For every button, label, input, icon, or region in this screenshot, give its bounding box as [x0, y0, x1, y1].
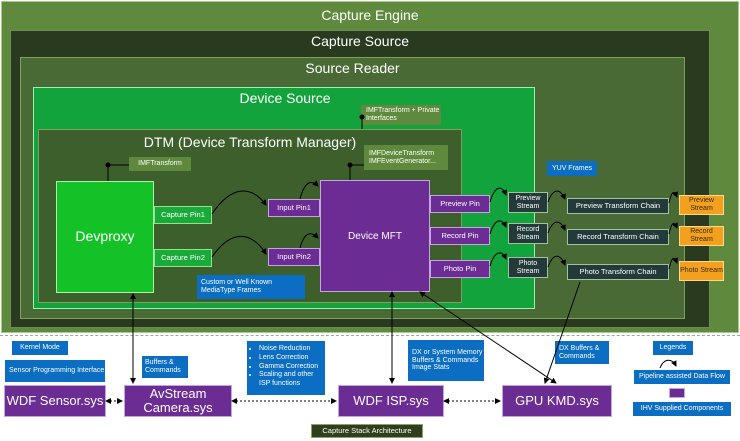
arrow-input2-mft: [299, 232, 319, 249]
legend-pipeline-data-flow: Pipeline assisted Data Flow: [634, 370, 730, 384]
preview-pin[interactable]: Preview Pin: [430, 195, 490, 213]
device-mft-box[interactable]: Device MFT: [320, 180, 430, 292]
lollipop-dot: [105, 162, 111, 168]
note-buffers-commands: Buffers & Commands: [142, 356, 188, 378]
note-imfdevicetransform: IMFDeviceTransform IMFEventGenerator...: [364, 145, 448, 170]
footer-caption: Capture Stack Architecture: [311, 424, 423, 438]
note-isp-functions: Noise Reduction Lens Correction Gamma Co…: [247, 341, 325, 395]
source-reader-title: Source Reader: [305, 60, 400, 77]
devproxy-box[interactable]: Devproxy: [56, 181, 154, 293]
note-yuv-frames: YUV Frames: [547, 161, 597, 176]
record-pin[interactable]: Record Pin: [430, 227, 490, 245]
isp-item: Gamma Correction: [259, 363, 323, 372]
wdf-isp-sys[interactable]: WDF ISP.sys: [338, 385, 444, 417]
isp-item: Lens Correction: [259, 354, 323, 363]
link-mft-gpu: [419, 291, 557, 384]
input-pin-1[interactable]: Input Pin1: [268, 199, 320, 217]
wdf-sensor-sys[interactable]: WDF Sensor.sys: [4, 385, 106, 417]
arrow-photo-pin-stream: [489, 252, 507, 267]
arrow-record-stream-chain: [547, 221, 566, 234]
dtm-title: DTM (Device Transform Manager): [143, 134, 357, 151]
device-source-title: Device Source: [239, 90, 331, 107]
note-dx-buffers: DX Buffers & Commands: [555, 341, 609, 364]
arrow-input1-mft: [299, 180, 319, 200]
isp-item: Scaling and other ISP functions: [259, 371, 323, 389]
record-output-stream[interactable]: Record Stream: [679, 226, 724, 246]
legend-ihv-swatch: [669, 388, 685, 398]
lollipop-dot: [359, 114, 365, 120]
arrow-preview-stream-chain: [547, 190, 566, 203]
legends-title: Legends: [653, 341, 693, 355]
preview-output-stream[interactable]: Preview Stream: [679, 195, 724, 215]
kernel-mode-divider: [0, 335, 740, 336]
note-mediatype-frames: Custom or Well Known MediaType Frames: [197, 275, 305, 299]
legend-ihv-components: IHV Supplied Components: [633, 402, 731, 416]
note-imftransform-private: IMFTransform + Private Interfaces: [361, 105, 441, 125]
preview-transform-chain[interactable]: Preview Transform Chain: [567, 198, 669, 214]
record-transform-chain[interactable]: Record Transform Chain: [567, 229, 669, 245]
photo-pin[interactable]: Photo Pin: [430, 260, 490, 278]
note-sensor-programming: Sensor Programming Interface: [5, 360, 105, 382]
kernel-mode-label: Kernel Mode: [12, 341, 68, 355]
photo-output-stream[interactable]: Photo Stream: [679, 261, 724, 281]
lollipop-dot: [347, 162, 353, 168]
preview-stream[interactable]: Preview Stream: [508, 192, 548, 213]
isp-item: Noise Reduction: [259, 345, 323, 354]
capture-source-title: Capture Source: [310, 33, 410, 50]
capture-pin-2[interactable]: Capture Pin2: [154, 249, 212, 267]
capture-engine-title: Capture Engine: [321, 7, 419, 24]
arrow-capture2-input2: [211, 235, 267, 258]
arrow-record-pin-stream: [489, 220, 507, 235]
link-chains-gpu: [543, 281, 581, 384]
legend-arrow-sample: [659, 359, 677, 369]
avstream-camera-sys[interactable]: AvStream Camera.sys: [124, 385, 232, 417]
arrow-preview-pin-stream: [489, 187, 507, 203]
arrow-record-chain-out: [668, 222, 678, 235]
photo-stream[interactable]: Photo Stream: [508, 257, 548, 278]
arrow-preview-chain-out: [668, 191, 678, 204]
note-imftransform: IMFTransform: [129, 157, 191, 171]
arrow-photo-chain-out: [668, 257, 678, 270]
gpu-kmd-sys[interactable]: GPU KMD.sys: [502, 385, 612, 417]
input-pin-2[interactable]: Input Pin2: [268, 248, 320, 266]
arrow-capture1-input1: [211, 190, 267, 215]
record-stream[interactable]: Record Stream: [508, 223, 548, 244]
arrow-photo-stream-chain: [547, 255, 566, 268]
capture-pin-1[interactable]: Capture Pin1: [154, 206, 212, 224]
photo-transform-chain[interactable]: Photo Transform Chain: [567, 264, 669, 280]
